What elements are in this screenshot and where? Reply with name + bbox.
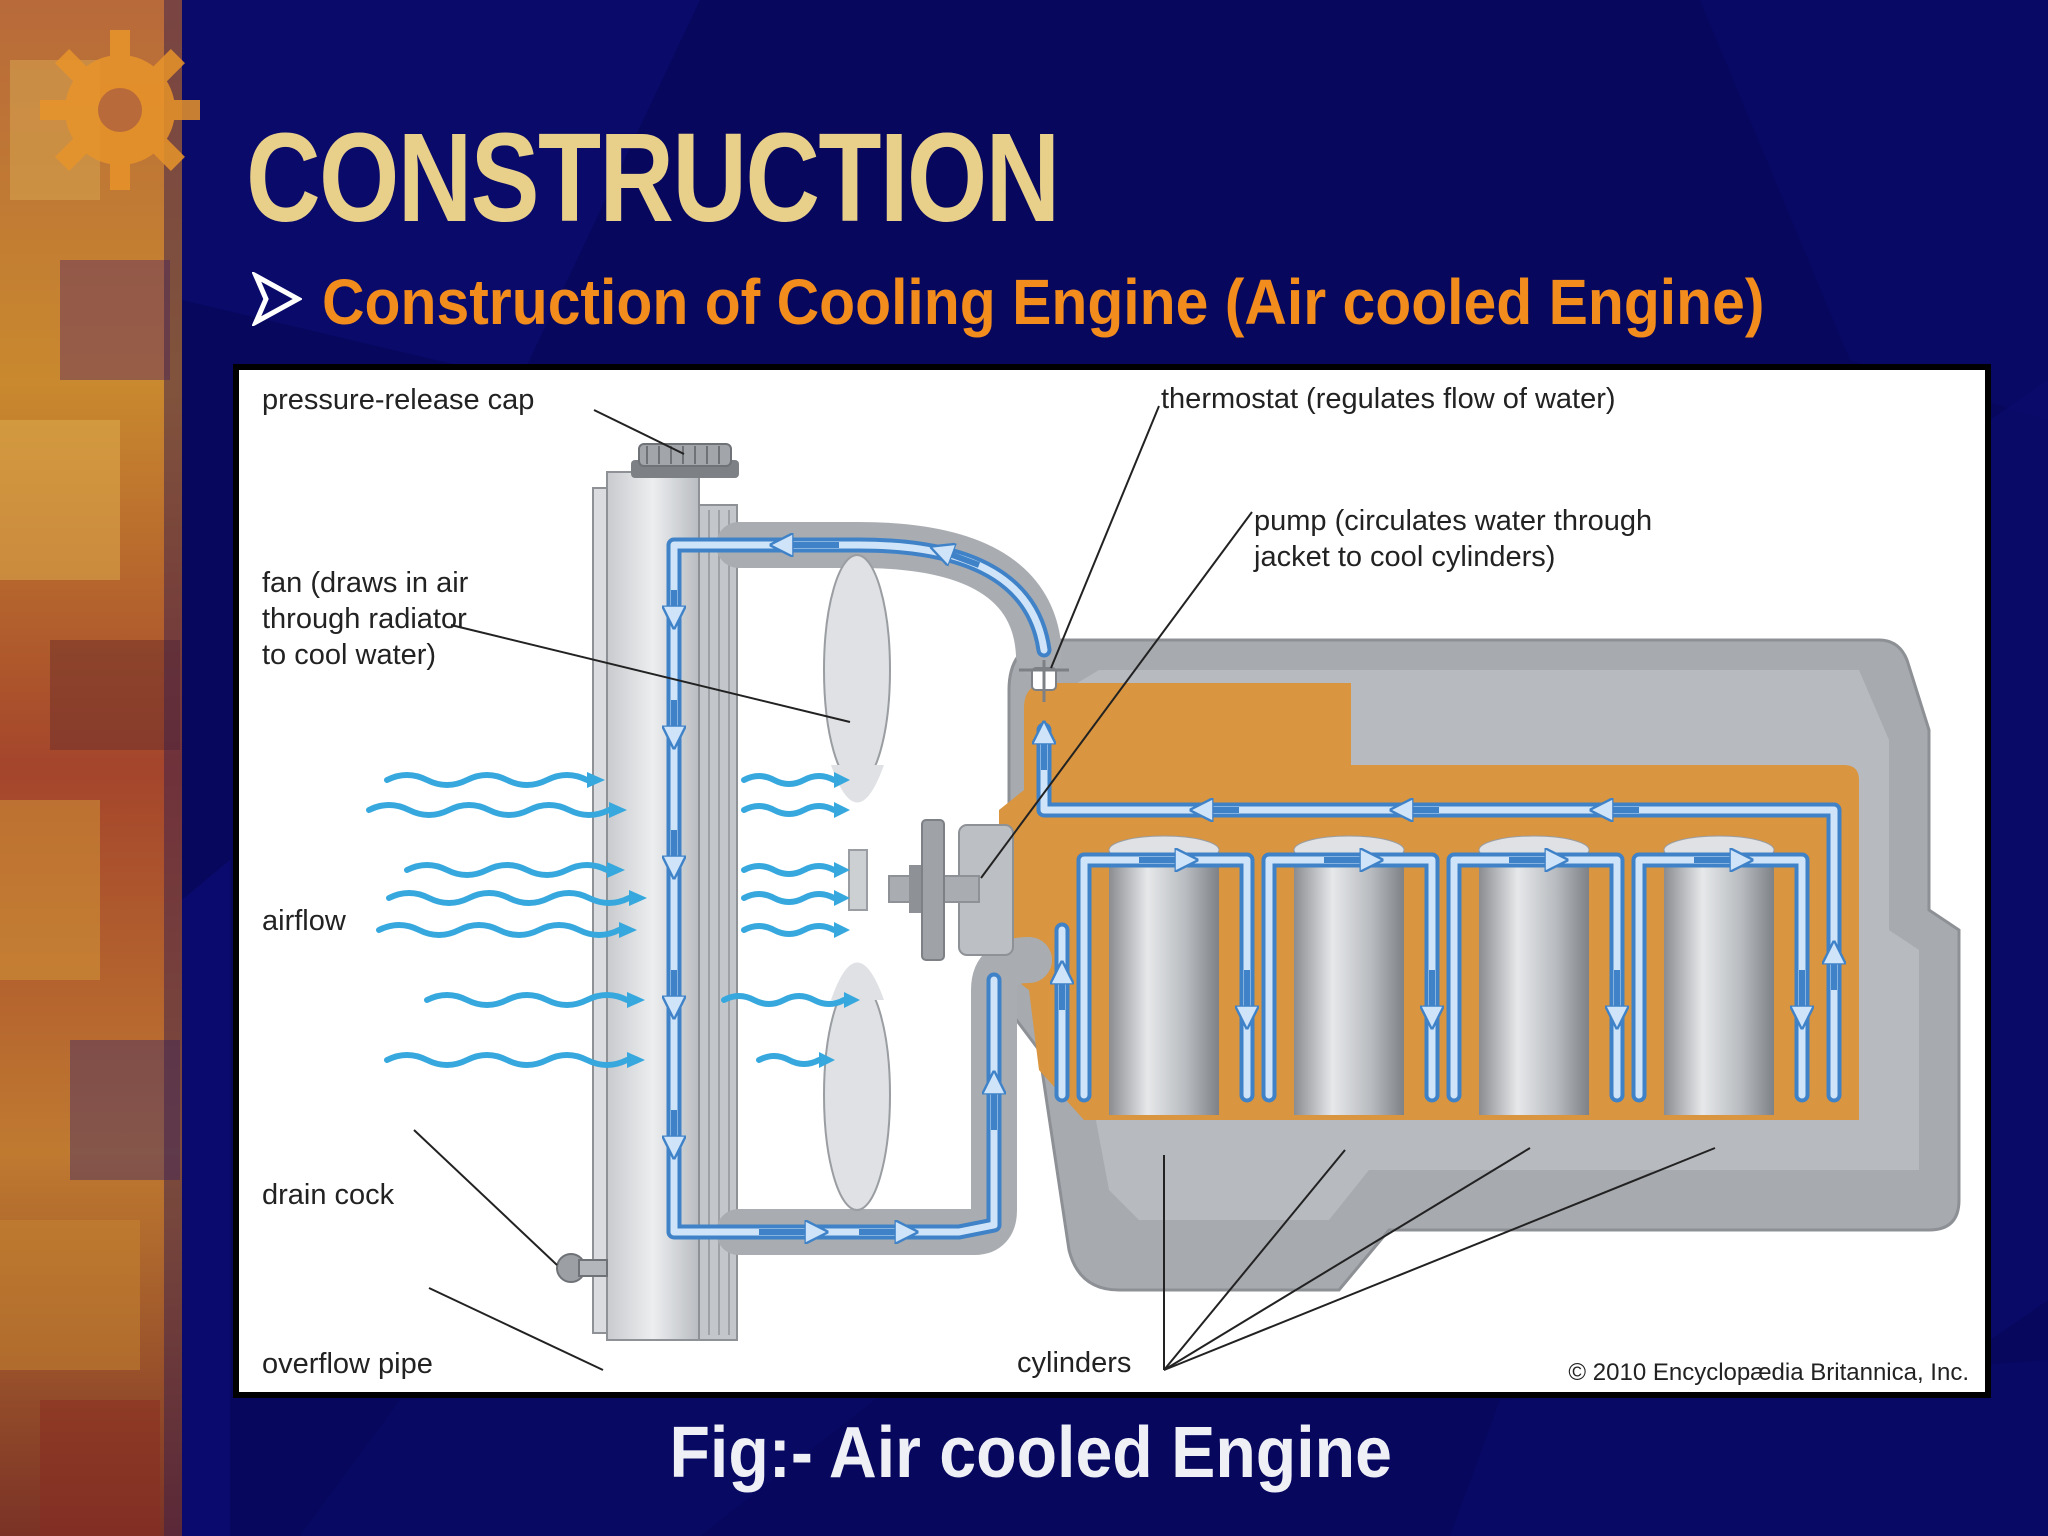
thermostat (1019, 660, 1069, 702)
figure-caption: Fig:- Air cooled Engine (669, 1413, 1392, 1493)
decorative-left-strip (0, 0, 182, 1536)
leader-lines (413, 405, 1716, 1371)
water-pump (888, 819, 1014, 961)
label-overflow-pipe: overflow pipe (262, 1348, 433, 1380)
slide-subtitle: Construction of Cooling Engine (Air cool… (322, 266, 1765, 338)
airflow-arrowheads (587, 772, 860, 1068)
copyright-notice: © 2010 Encyclopædia Britannica, Inc. (1568, 1359, 1969, 1386)
label-airflow: airflow (262, 905, 347, 937)
gear-icon (40, 30, 200, 190)
cooling-system-diagram: pressure-release cap thermostat (regulat… (233, 364, 1991, 1398)
label-thermostat: thermostat (regulates flow of water) (1161, 383, 1616, 415)
arrow-bullet-icon (252, 272, 302, 326)
coolant-flow-arrows (674, 545, 1834, 1232)
label-pump-line2: jacket to cool cylinders) (1253, 541, 1555, 573)
label-fan-line1: fan (draws in air (262, 567, 469, 599)
label-fan-line2: through radiator (262, 603, 467, 635)
fan (823, 554, 891, 1211)
label-pump-line1: pump (circulates water through (1254, 505, 1652, 537)
airflow-arrows (366, 772, 847, 1068)
label-fan-line3: to cool water) (262, 639, 436, 671)
slide-title: CONSTRUCTION (246, 107, 1060, 248)
radiator (556, 443, 739, 1341)
label-drain-cock: drain cock (262, 1179, 395, 1211)
label-cylinders: cylinders (1017, 1347, 1131, 1379)
label-pressure-release-cap: pressure-release cap (262, 384, 534, 416)
